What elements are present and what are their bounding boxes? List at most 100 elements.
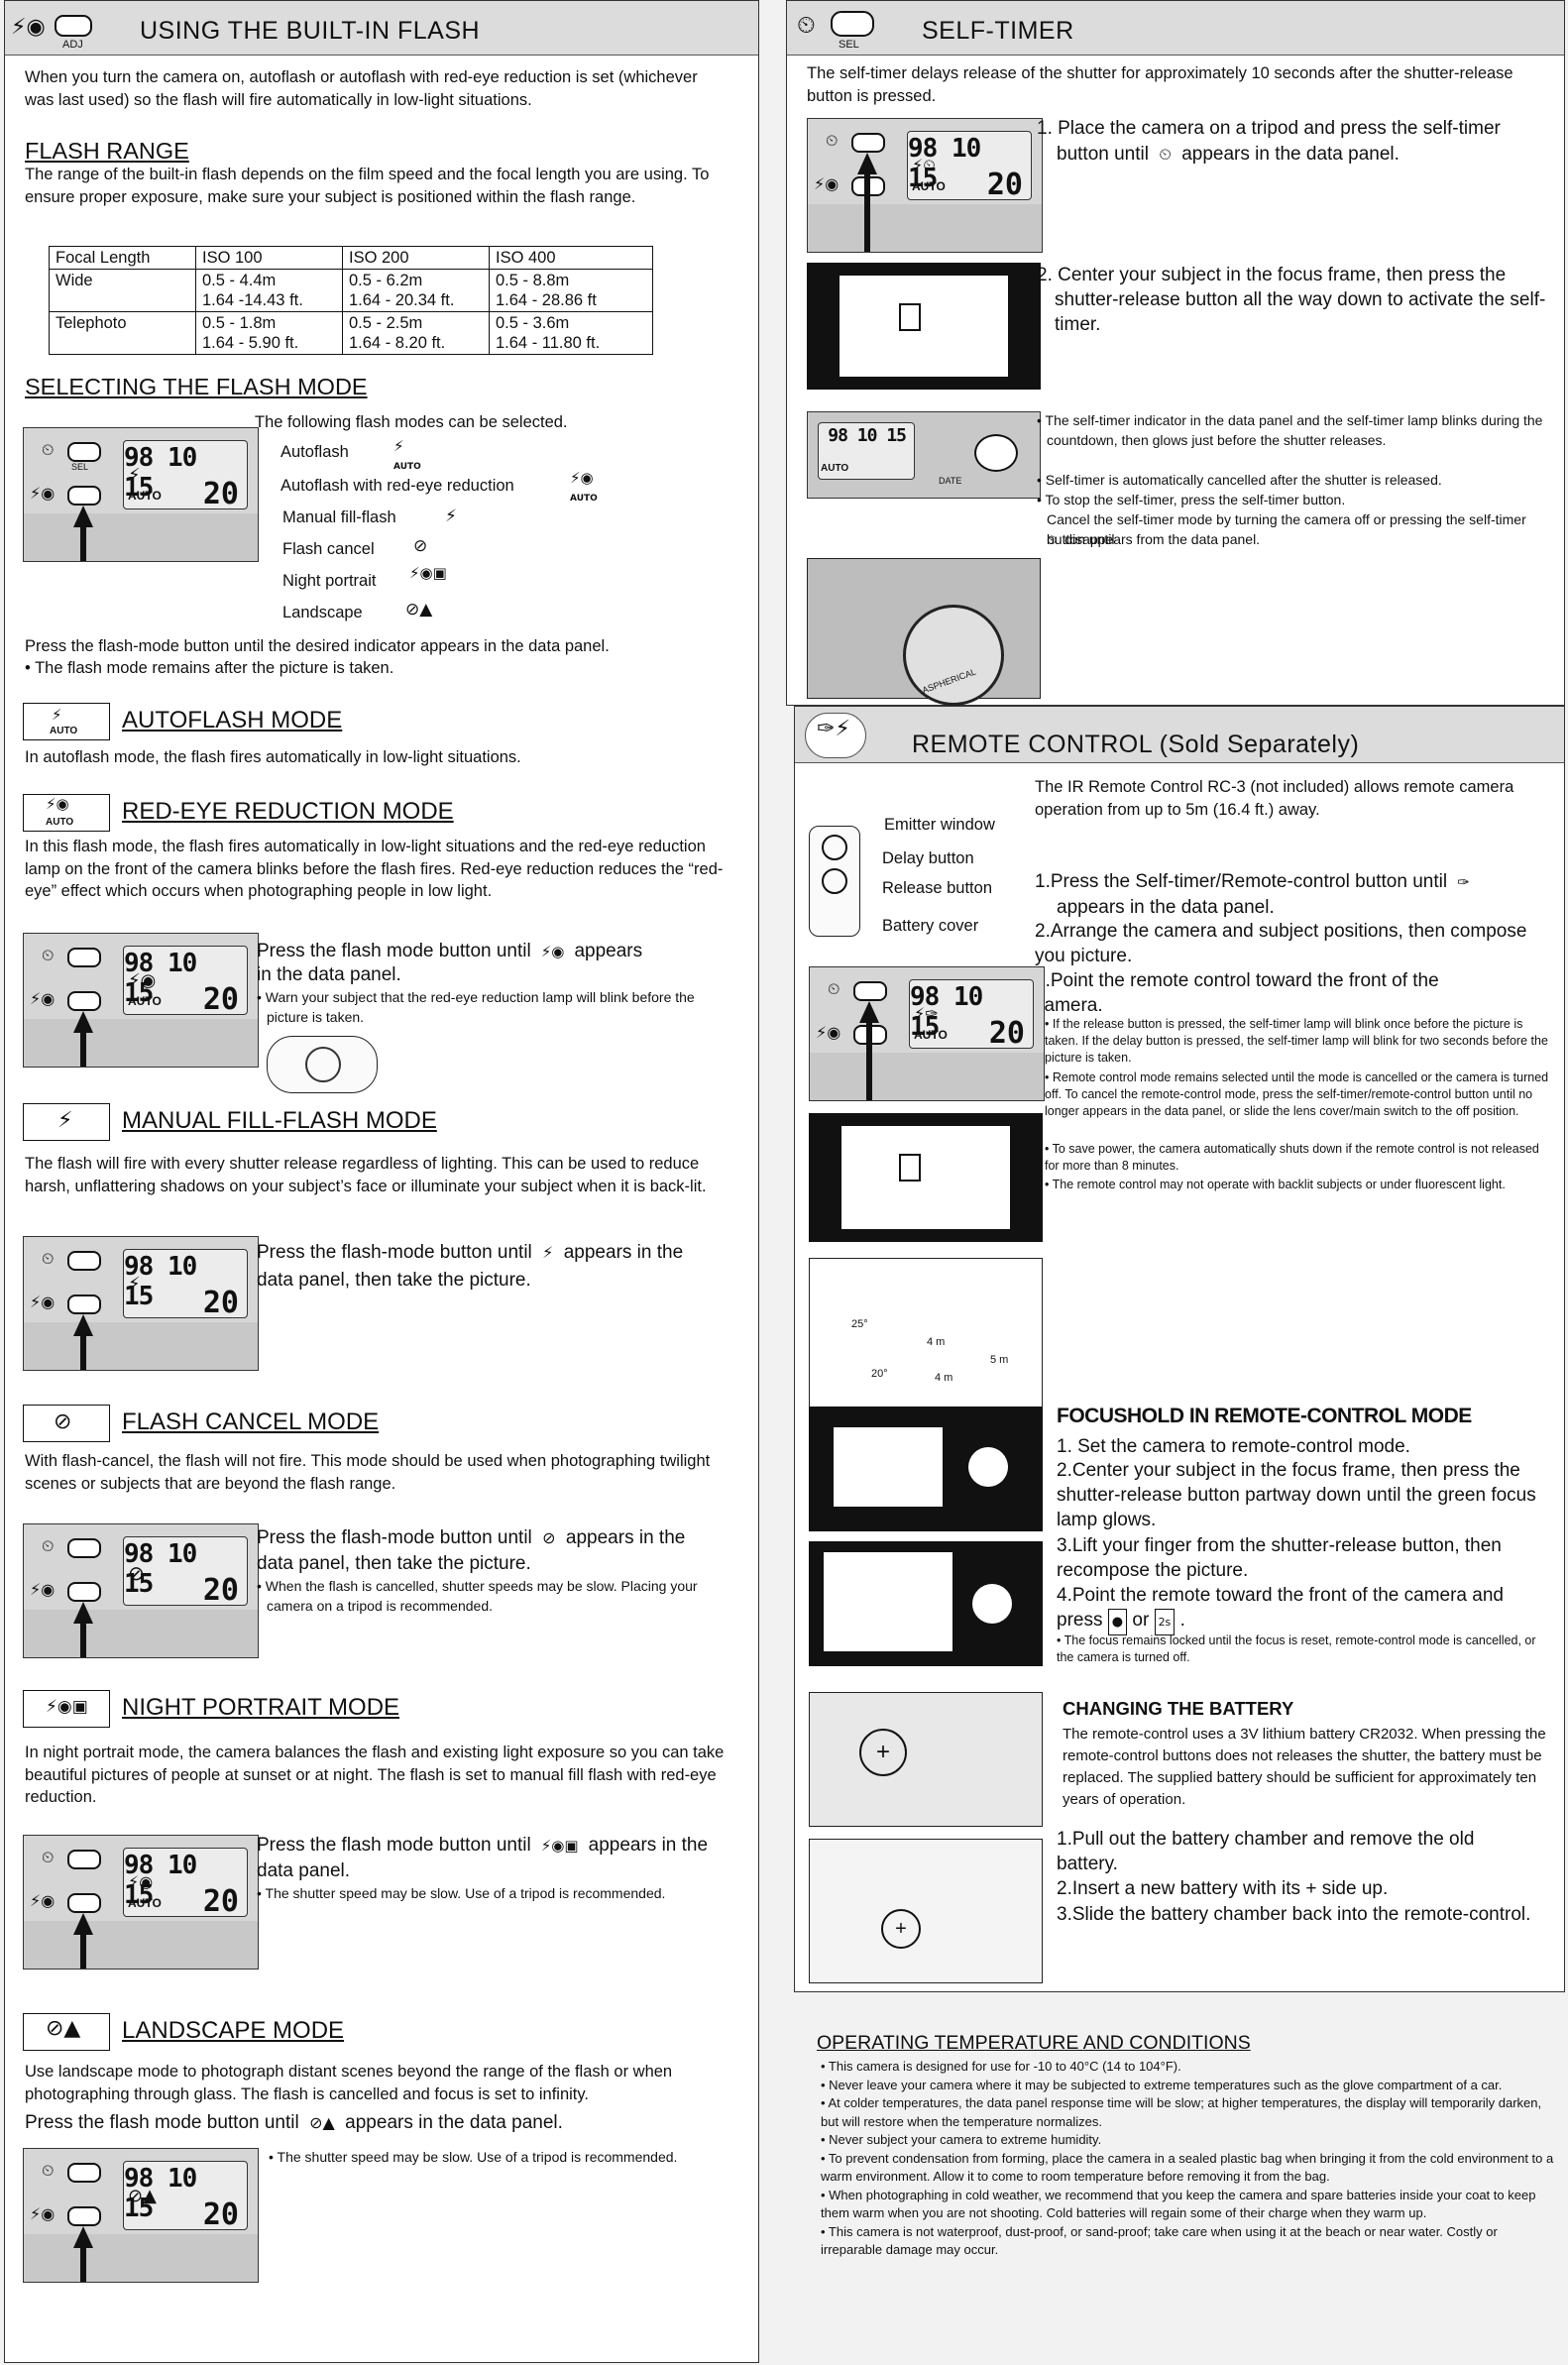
- focushold-step: 3.Lift your finger from the shutter-rele…: [1057, 1535, 1502, 1581]
- fill-flash-icon: ⚡: [537, 1243, 559, 1262]
- self-timer-icon: ⏲: [797, 11, 816, 39]
- self-timer-step-2: 2. Center your subject in the focus fram…: [1037, 265, 1546, 335]
- delay-button-icon: 2s: [1154, 1609, 1176, 1635]
- remote-note: • To save power, the camera automaticall…: [1045, 1142, 1539, 1173]
- battery-title: CHANGING THE BATTERY: [1063, 1698, 1294, 1719]
- focushold-step: 2.Center your subject in the focus frame…: [1057, 1460, 1536, 1530]
- frame-counter: 20: [202, 477, 239, 511]
- cancel-text: With flash-cancel, the flash will not fi…: [25, 1452, 711, 1493]
- landscape-icon: ⊘▲: [304, 2113, 340, 2132]
- manual-title: MANUAL FILL-FLASH MODE: [122, 1107, 437, 1134]
- flash-cancel-icon: ⊘: [128, 1561, 145, 1585]
- remote-control-sketch: [809, 826, 860, 937]
- autoflash-mode-box: ⚡ AUTO: [23, 703, 110, 740]
- sel-label: SEL: [839, 39, 859, 51]
- camera-front-sketch: [267, 1036, 378, 1093]
- remote-step-2: 2.Arrange the camera and subject positio…: [1035, 921, 1527, 966]
- table-header: ISO 100: [195, 246, 343, 270]
- table-header: ISO 400: [489, 246, 653, 270]
- battery-cover-label: Battery cover: [882, 917, 979, 935]
- remote-step-3: 3.Point the remote control toward the fr…: [1035, 970, 1439, 1016]
- fill-flash-icon: ⚡: [445, 507, 457, 526]
- flash-redeye-icon: ⚡◉: [30, 484, 56, 503]
- flash-redeye-icon: ⚡◉: [30, 989, 56, 1008]
- operating-title: OPERATING TEMPERATURE AND CONDITIONS: [817, 2032, 1251, 2054]
- flash-range-title: FLASH RANGE: [25, 138, 189, 164]
- self-timer-intro: The self-timer delays release of the shu…: [807, 64, 1513, 105]
- self-timer-step-1: 1. Place the camera on a tripod and pres…: [1037, 118, 1501, 139]
- mode-list-item: Landscape: [282, 604, 363, 621]
- landscape-note: • The shutter speed may be slow. Use of …: [269, 2149, 678, 2165]
- self-timer-note: • Self-timer is automatically cancelled …: [1037, 472, 1442, 488]
- focushold-step-4: 4.Point the remote toward the front of t…: [1057, 1583, 1552, 1635]
- table-header: ISO 200: [342, 246, 490, 270]
- fill-flash-icon: ⚡: [128, 1274, 141, 1295]
- flash-redeye-icon: ⚡◉: [128, 970, 157, 991]
- self-timer-step-1b: button until ⏲ appears in the data panel…: [1057, 144, 1400, 165]
- operating-list: • This camera is designed for use for -1…: [821, 2058, 1554, 2260]
- flash-cancel-mode-box: ⊘: [23, 1405, 110, 1442]
- self-timer-column: ⏲ SEL SELF-TIMER The self-timer delays r…: [786, 0, 1565, 706]
- flash-cancel-icon: ⊘: [54, 1409, 72, 1434]
- battery-chamber-sketch: +: [809, 1692, 1043, 1827]
- flash-remote-icon: ⚡✑: [914, 1004, 939, 1023]
- camera-lens-sketch: ASPHERICAL: [807, 558, 1041, 706]
- flash-redeye-icon: ⚡◉: [30, 1891, 56, 1910]
- self-timer-note-cancel: Cancel the self-timer mode by turning th…: [1047, 511, 1526, 547]
- flash-redeye-icon: ⚡◉: [30, 2204, 56, 2223]
- timer-icon: ⏲: [828, 979, 840, 998]
- self-timer-lamp-diagram: 98 10 15 AUTO DATE: [807, 411, 1041, 499]
- data-panel-diagram: ⏲ ⚡◉ 98 10 15 ⚡✑ AUTO 20: [809, 966, 1045, 1101]
- data-panel-diagram: ⏲ ⚡◉ 98 10 15 ⊘▲ 20: [23, 2148, 259, 2283]
- remote-header: ✑⚡ REMOTE CONTROL (Sold Separately): [795, 707, 1564, 763]
- landscape-mode-box: ⊘▲: [23, 2013, 110, 2051]
- table-cell: Telephoto: [49, 311, 196, 355]
- cancel-press-2: data panel, then take the picture.: [257, 1553, 531, 1574]
- table-header: Focal Length: [49, 246, 196, 270]
- fill-flash-mode-box: ⚡: [23, 1103, 110, 1141]
- self-timer-button-icon: [831, 11, 874, 37]
- night-portrait-icon: ⚡◉: [128, 1872, 154, 1891]
- night-press-2: data panel.: [257, 1860, 351, 1881]
- autoflash-icon: ⚡: [52, 706, 62, 724]
- release-button-icon: ●: [1107, 1609, 1128, 1635]
- flash-redeye-icon: ⚡◉: [11, 15, 46, 40]
- flash-redeye-icon: ⚡◉: [30, 1293, 56, 1311]
- autoflash-redeye-icon: ⚡◉: [536, 943, 570, 960]
- redeye-mode-box: ⚡◉ AUTO: [23, 794, 110, 832]
- landscape-title: LANDSCAPE MODE: [122, 2017, 345, 2044]
- autoflash-redeye-icon: ⚡◉: [46, 795, 69, 813]
- self-timer-title: SELF-TIMER: [922, 17, 1074, 45]
- flash-icon: ⚡: [128, 465, 141, 486]
- landscape-press: Press the flash mode button until ⊘▲ app…: [25, 2112, 563, 2133]
- timer-icon: ⏲: [42, 2161, 55, 2180]
- data-panel-diagram: ⏲ ⚡◉ 98 10 15 ⚡◉ AUTO 20: [23, 1835, 259, 1970]
- data-panel-diagram: ⏲ ⚡◉ 98 10 15 ⚡◉ AUTO 20: [23, 933, 259, 1068]
- operating-item: • Never leave your camera where it may b…: [821, 2077, 1503, 2092]
- remote-mode-icon: ✑: [1452, 873, 1470, 891]
- timer-icon: ⏲: [42, 440, 55, 459]
- focushold-title: FOCUSHOLD IN REMOTE-CONTROL MODE: [1057, 1405, 1472, 1427]
- flash-cancel-icon: ⊘: [537, 1528, 561, 1547]
- night-portrait-icon: ⚡◉▣: [409, 564, 447, 582]
- remote-aim-photo: [809, 1541, 1043, 1666]
- flash-redeye-icon: ⚡◉: [816, 1023, 841, 1042]
- remote-note: • Remote control mode remains selected u…: [1045, 1070, 1549, 1118]
- landscape-text: Use landscape mode to photograph distant…: [25, 2063, 673, 2103]
- flash-timer-icon: ⚡⏲: [912, 156, 936, 174]
- selecting-note: • The flash mode remains after the pictu…: [25, 659, 394, 677]
- remote-intro: The IR Remote Control RC-3 (not included…: [1035, 778, 1514, 819]
- remote-note: • If the release button is pressed, the …: [1045, 1017, 1548, 1065]
- release-button-label: Release button: [882, 879, 992, 897]
- remote-distance-diagram: 25° 4 m 5 m 20° 4 m: [809, 1258, 1043, 1408]
- manual-press: Press the flash-mode button until ⚡ appe…: [257, 1242, 684, 1263]
- night-text: In night portrait mode, the camera balan…: [25, 1744, 725, 1806]
- night-press: Press the flash mode button until ⚡◉▣ ap…: [257, 1833, 708, 1858]
- self-timer-note: • To stop the self-timer, press the self…: [1037, 492, 1346, 507]
- operating-item: • This camera is not waterproof, dust-pr…: [821, 2223, 1498, 2258]
- flash-range-table: Focal Length ISO 100 ISO 200 ISO 400 Wid…: [49, 246, 653, 355]
